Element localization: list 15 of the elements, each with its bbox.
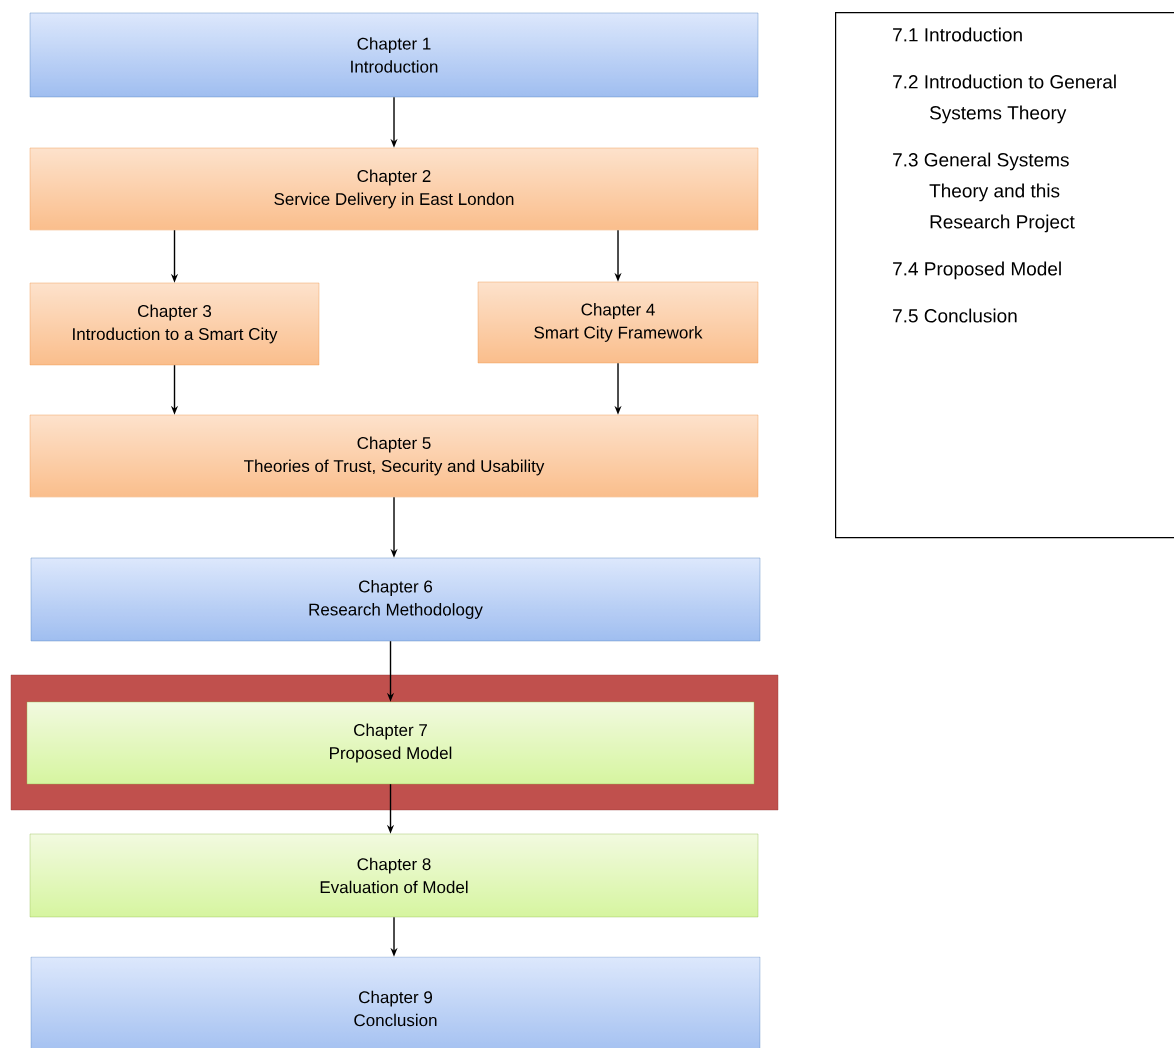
chapter-box: Chapter 1 Introduction xyxy=(29,12,759,98)
list-item: 7.3 General Systems Theory and this Research Project xyxy=(893,152,1075,233)
chapter-box: Chapter 9 Conclusion xyxy=(30,956,761,1048)
list-item: 7.4 Proposed Model xyxy=(893,261,1061,280)
chapter-box: Chapter 4 Smart City Framework xyxy=(477,281,759,364)
chapter-box: Chapter 3 Introduction to a Smart City xyxy=(29,282,320,366)
chapter-box: Chapter 7 Proposed Model xyxy=(26,701,755,785)
chapter-box: Chapter 6 Research Methodology xyxy=(30,557,761,642)
chapter-box: Chapter 8 Evaluation of Model xyxy=(29,833,759,918)
chapter-box: Chapter 2 Service Delivery in East London xyxy=(29,147,759,231)
contents-box xyxy=(835,12,1174,539)
chapter-box: Chapter 5 Theories of Trust, Security and Usability xyxy=(29,414,759,498)
list-item: 7.1 Introduction xyxy=(893,27,1022,42)
list-item: 7.5 Conclusion xyxy=(893,308,1017,323)
list-item: 7.2 Introduction to General Systems Theory xyxy=(893,74,1116,124)
